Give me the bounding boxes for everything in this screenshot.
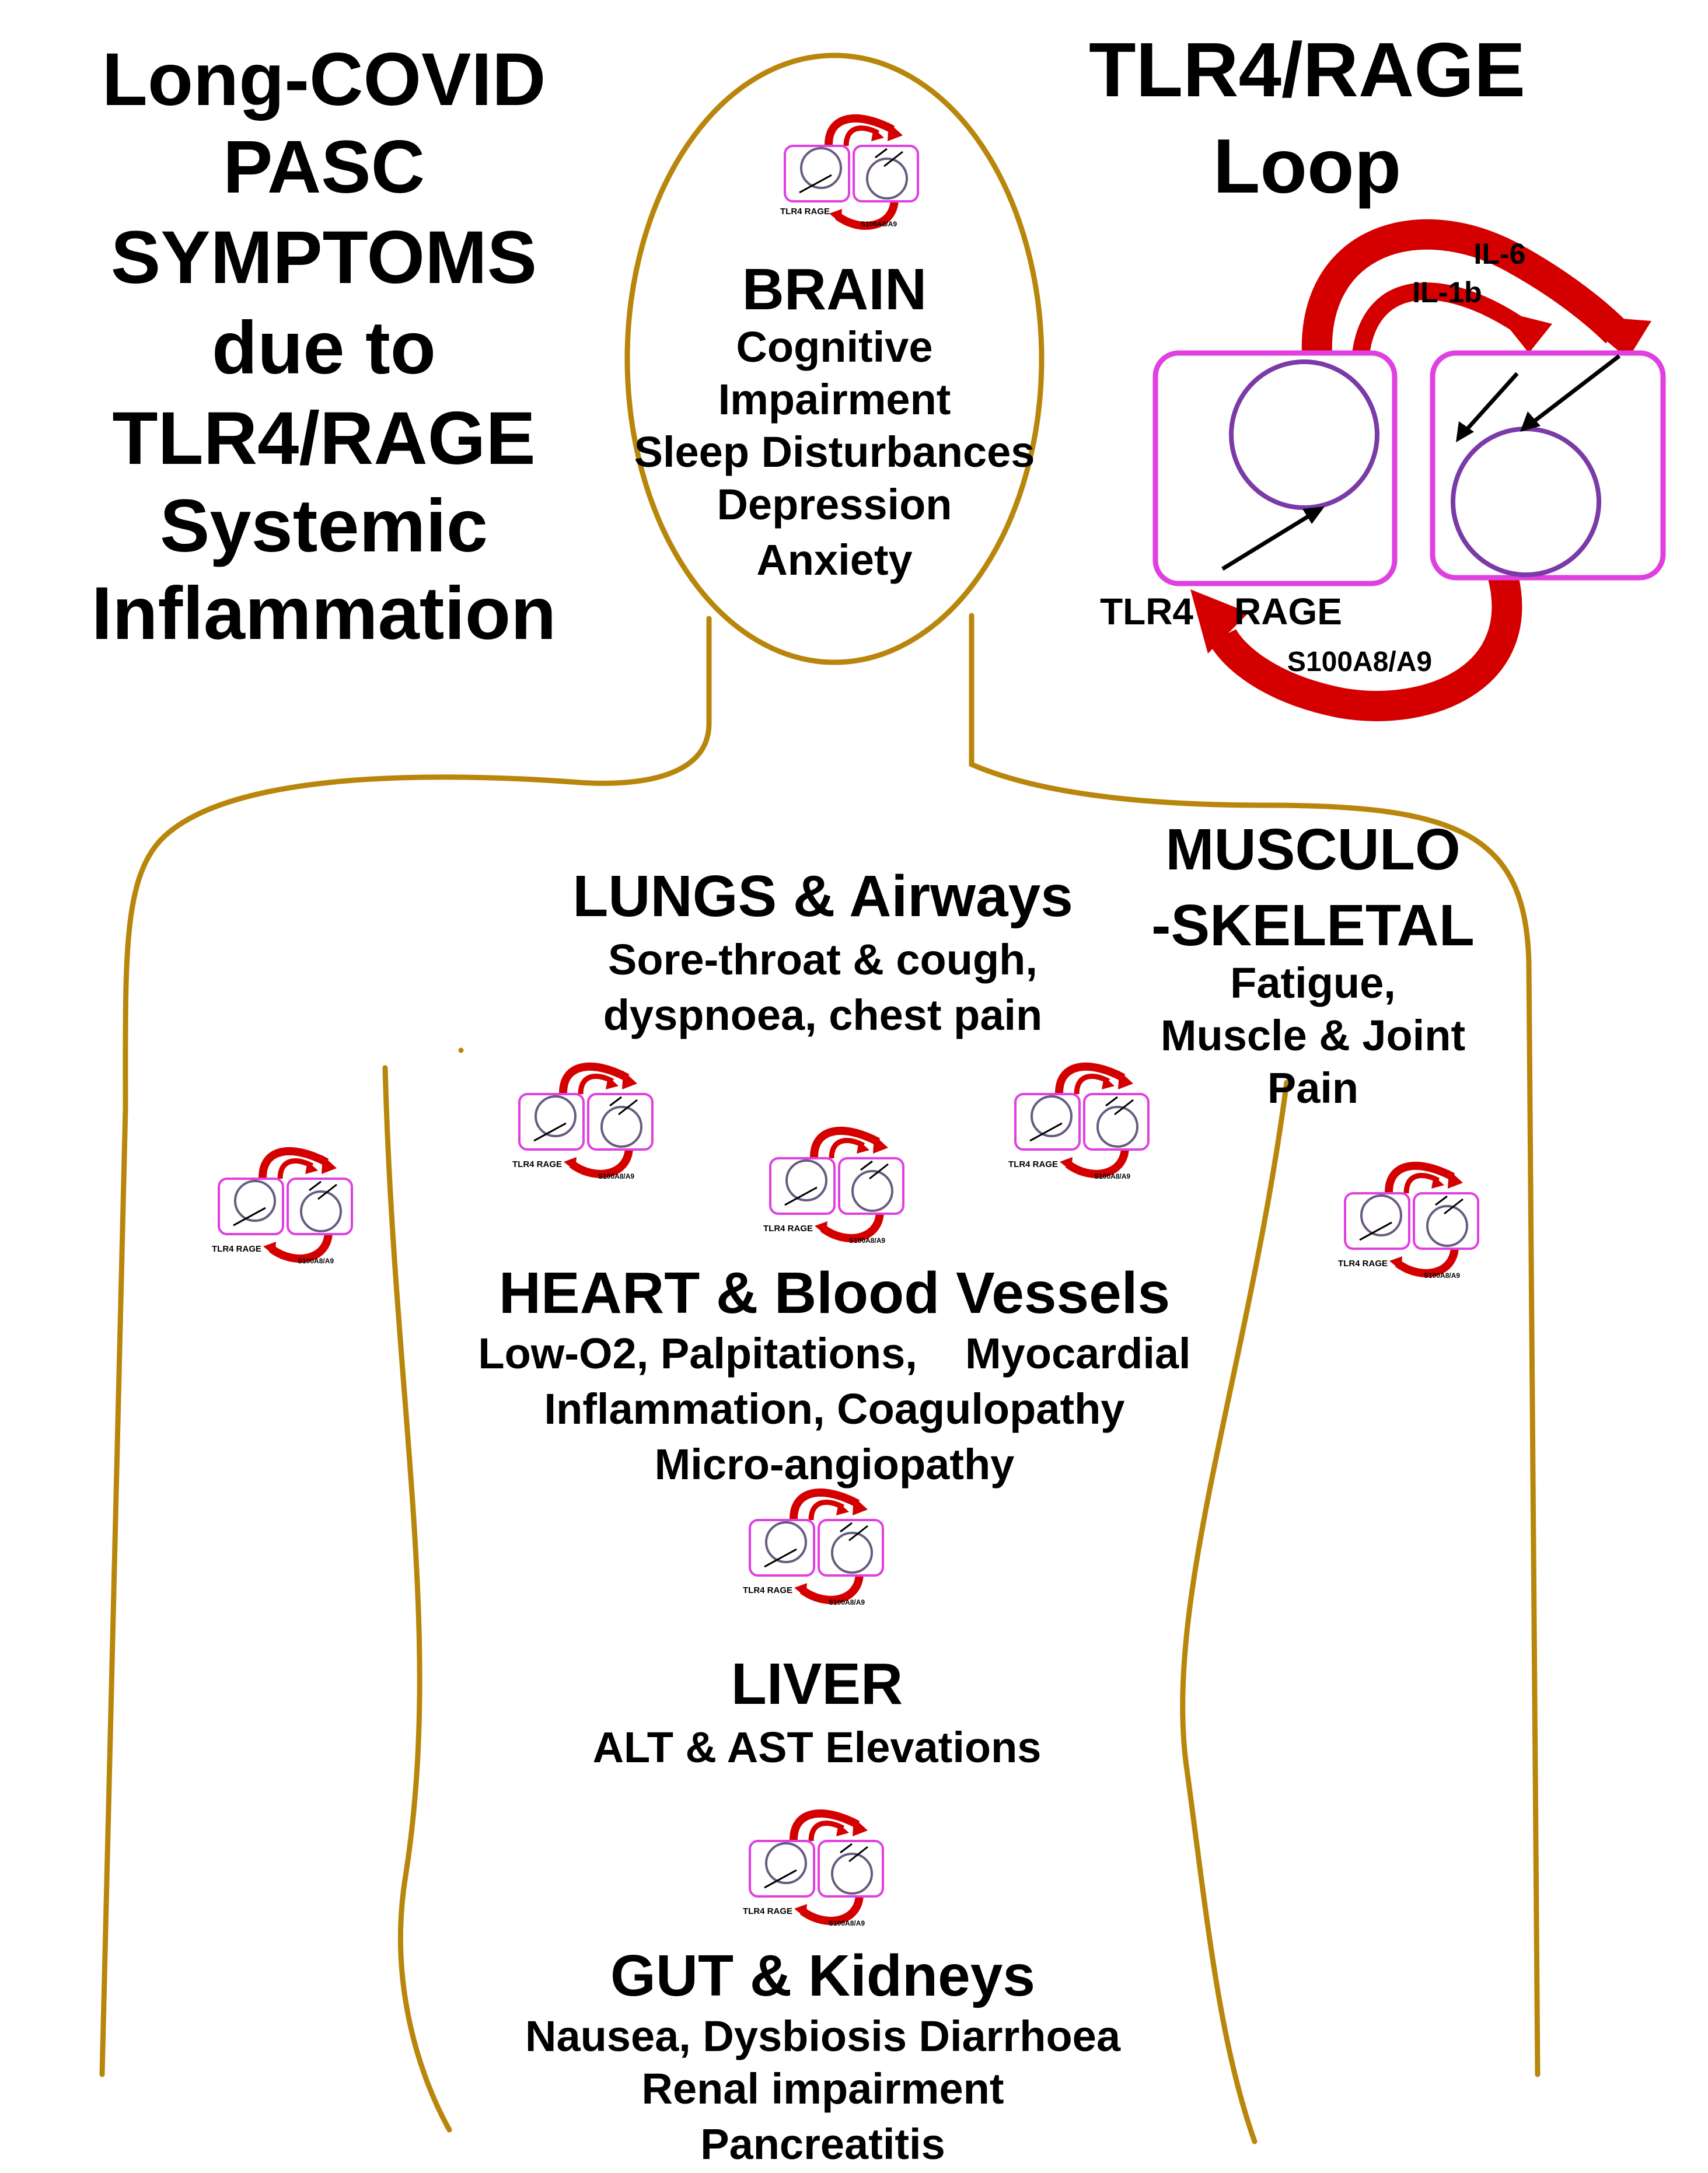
rage-cell-box bbox=[1430, 350, 1666, 581]
brain-symptom: Cognitive bbox=[736, 323, 932, 371]
heart-section: HEART & Blood Vessels Low-O2, Palpitatio… bbox=[478, 1260, 1190, 1489]
left-arm-inner bbox=[382, 1065, 452, 2133]
title-line: Inflammation bbox=[92, 572, 557, 655]
mini-loop-tlr4-rage: TLR4 RAGE bbox=[743, 1585, 792, 1595]
musculo-heading: -SKELETAL bbox=[1151, 893, 1475, 958]
loop-s100-label: S100A8/A9 bbox=[1287, 647, 1432, 677]
mini-loop-icon-heart: TLR4 RAGE S100A8/A9 bbox=[743, 1493, 883, 1606]
loop-il1b-label: IL-1b bbox=[1412, 276, 1482, 309]
mini-loop-tlr4-rage: TLR4 RAGE bbox=[512, 1159, 562, 1169]
gut-section: GUT & Kidneys Nausea, Dysbiosis Diarrhoe… bbox=[525, 1943, 1121, 2168]
mini-loop-icon-lungs-right: TLR4 RAGE S100A8/A9 bbox=[1008, 1067, 1148, 1180]
mini-loop-icon-right-arm: TLR4 RAGE S100A8/A9 bbox=[1338, 1166, 1478, 1280]
brain-symptom: Sleep Disturbances bbox=[634, 428, 1035, 476]
il6-arrow bbox=[1301, 219, 1627, 376]
loop-rage-label: RAGE bbox=[1234, 591, 1342, 633]
title-line: Systemic bbox=[160, 484, 488, 568]
mini-loop-tlr4-rage: TLR4 RAGE bbox=[212, 1244, 261, 1254]
torso-outline-right bbox=[969, 613, 1541, 2077]
lungs-section: LUNGS & Airways Sore-throat & cough, dys… bbox=[572, 864, 1073, 1039]
il1b-arrowhead bbox=[1494, 309, 1552, 353]
heart-symptom: Low-O2, Palpitations, Myocardial bbox=[478, 1329, 1190, 1378]
s100-arrowhead bbox=[1190, 589, 1249, 654]
s100-arrow bbox=[1208, 571, 1522, 721]
gut-symptom: Nausea, Dysbiosis Diarrhoea bbox=[525, 2012, 1121, 2060]
tlr4-cell-box bbox=[1152, 350, 1398, 586]
brain-section: BRAIN Cognitive Impairment Sleep Disturb… bbox=[634, 257, 1035, 584]
torso-outline-left bbox=[99, 616, 712, 2077]
mini-loop-icon-lungs-left: TLR4 RAGE S100A8/A9 bbox=[512, 1067, 652, 1180]
tlr4-receptor-arrow bbox=[1221, 512, 1314, 571]
mini-loop-s100: S100A8/A9 bbox=[598, 1172, 634, 1180]
il6-receptor-arrow bbox=[1530, 354, 1621, 425]
title-line: PASC bbox=[223, 125, 425, 209]
title-line: TLR4/RAGE bbox=[112, 397, 535, 480]
title-line: Long-COVID bbox=[102, 38, 546, 121]
il6-arrowhead bbox=[1576, 315, 1651, 359]
musculo-symptom: Pain bbox=[1267, 1064, 1358, 1112]
gut-heading: GUT & Kidneys bbox=[610, 1943, 1035, 2008]
mini-loop-tlr4-rage: TLR4 RAGE bbox=[1338, 1259, 1388, 1269]
tlr4-cell-circle bbox=[1229, 359, 1379, 510]
brain-symptom: Impairment bbox=[718, 375, 951, 424]
musculo-heading: MUSCULO bbox=[1165, 817, 1461, 882]
title-block: Long-COVID PASC SYMPTOMS due to TLR4/RAG… bbox=[92, 38, 557, 655]
loop-title-line: TLR4/RAGE bbox=[1089, 27, 1525, 113]
title-line: SYMPTOMS bbox=[111, 216, 537, 299]
loop-detail: TLR4/RAGE Loop IL-6 IL-1b TLR4 RAGE S100… bbox=[1089, 27, 1666, 721]
mini-loop-s100: S100A8/A9 bbox=[829, 1919, 865, 1927]
liver-symptom: ALT & AST Elevations bbox=[593, 1723, 1042, 1772]
heart-symptom: Micro-angiopathy bbox=[655, 1440, 1015, 1489]
gut-symptom: Pancreatitis bbox=[700, 2120, 945, 2168]
brain-heading: BRAIN bbox=[742, 257, 927, 322]
lungs-symptom: dyspnoea, chest pain bbox=[603, 991, 1043, 1039]
il6-receptor-arrowhead bbox=[1520, 411, 1541, 432]
mini-loop-icon-brain: TLR4 RAGE S100A8/A9 bbox=[780, 118, 918, 228]
mini-loop-s100: S100A8/A9 bbox=[829, 1598, 865, 1606]
gut-symptom: Renal impairment bbox=[642, 2064, 1004, 2113]
brain-symptom: Anxiety bbox=[756, 536, 912, 584]
mini-loop-tlr4-rage: TLR4 RAGE bbox=[1008, 1159, 1058, 1169]
liver-heading: LIVER bbox=[731, 1651, 903, 1717]
tlr4-receptor-arrowhead bbox=[1302, 506, 1325, 524]
lungs-symptom: Sore-throat & cough, bbox=[608, 935, 1038, 984]
mini-loop-icon-left-arm: TLR4 RAGE S100A8/A9 bbox=[212, 1151, 352, 1265]
mini-loop-icon-liver: TLR4 RAGE S100A8/A9 bbox=[743, 1814, 883, 1927]
loop-tlr4-label: TLR4 bbox=[1100, 591, 1193, 633]
mini-loop-s100: S100A8/A9 bbox=[849, 1236, 885, 1245]
musculo-symptom: Muscle & Joint bbox=[1161, 1011, 1465, 1060]
musculo-section: MUSCULO -SKELETAL Fatigue, Muscle & Join… bbox=[1151, 817, 1475, 1112]
liver-section: LIVER ALT & AST Elevations bbox=[593, 1651, 1042, 1772]
il1b-receptor-arrow bbox=[1463, 372, 1519, 434]
brain-symptom: Depression bbox=[717, 480, 952, 529]
mini-loop-tlr4-rage: TLR4 RAGE bbox=[780, 207, 830, 216]
heart-symptom: Inflammation, Coagulopathy bbox=[544, 1385, 1125, 1433]
mini-loop-tlr4-rage: TLR4 RAGE bbox=[763, 1224, 813, 1234]
mini-loop-tlr4-rage: TLR4 RAGE bbox=[743, 1906, 792, 1916]
mini-loop-s100: S100A8/A9 bbox=[861, 220, 897, 228]
right-arm-inner bbox=[1180, 1079, 1290, 2144]
musculo-symptom: Fatigue, bbox=[1230, 959, 1396, 1007]
mini-loop-s100: S100A8/A9 bbox=[1094, 1172, 1130, 1180]
lungs-heading: LUNGS & Airways bbox=[572, 864, 1073, 929]
loop-il6-label: IL-6 bbox=[1474, 237, 1526, 270]
il1b-arrow bbox=[1351, 282, 1522, 374]
body-outline bbox=[99, 53, 1541, 2144]
il1b-receptor-arrowhead bbox=[1456, 421, 1474, 442]
mini-loop-icon-chest: TLR4 RAGE S100A8/A9 bbox=[763, 1131, 903, 1245]
head-outline bbox=[624, 53, 1045, 665]
mini-loop-s100: S100A8/A9 bbox=[298, 1257, 334, 1265]
title-line: due to bbox=[212, 306, 436, 390]
heart-heading: HEART & Blood Vessels bbox=[499, 1260, 1170, 1326]
mini-loop-s100: S100A8/A9 bbox=[1424, 1271, 1460, 1280]
loop-title-line: Loop bbox=[1213, 123, 1402, 209]
